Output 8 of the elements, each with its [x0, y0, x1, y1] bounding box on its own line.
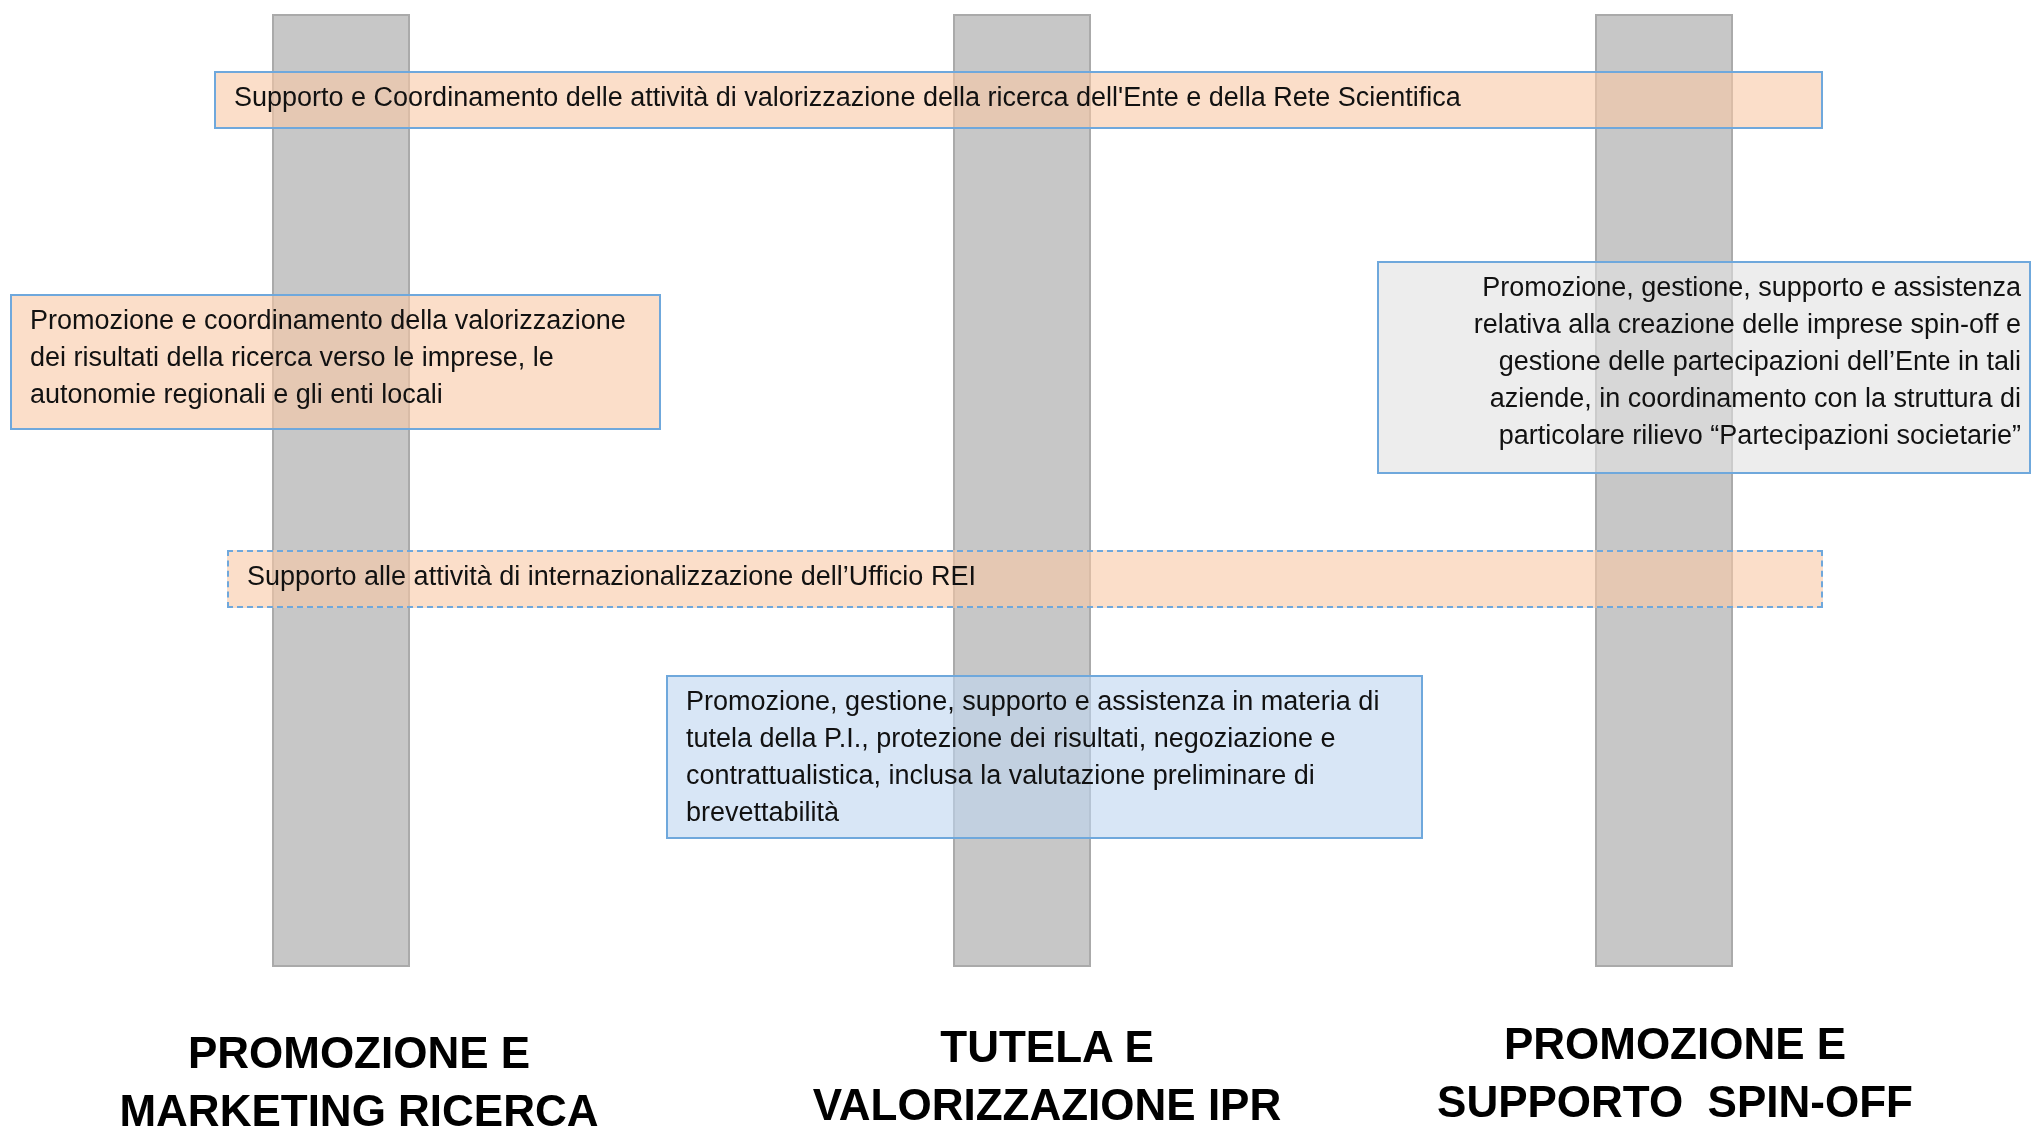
activity-box: Promozione e coordinamento della valorizzazione dei risultati della ricerca verso le imprese, le autonomie regionali e gli enti locali	[10, 294, 661, 430]
pillar-heading: PROMOZIONE E SUPPORTO SPIN-OFF	[1436, 1018, 1914, 1128]
pillar-heading: PROMOZIONE E MARKETING RICERCA	[118, 1027, 600, 1137]
activity-box: Supporto e Coordinamento delle attività di valorizzazione della ricerca dell'Ente e della Rete Scientifica	[214, 71, 1823, 129]
activity-box: Promozione, gestione, supporto e assistenza relativa alla creazione delle imprese spin-off e gestione delle partecipazioni dell’Ente in tali aziende, in coordinamento con la struttura di particolare rilievo “Partecipazioni societarie”	[1377, 261, 2031, 474]
pillar-heading: TUTELA E VALORIZZAZIONE IPR	[811, 1021, 1283, 1131]
activity-box: Promozione, gestione, supporto e assistenza in materia di tutela della P.I., protezione dei risultati, negoziazione e contrattualistica, inclusa la valutazione preliminare di brevettabilità	[666, 675, 1423, 839]
activity-box: Supporto alle attività di internazionalizzazione dell’Ufficio REI	[227, 550, 1823, 608]
